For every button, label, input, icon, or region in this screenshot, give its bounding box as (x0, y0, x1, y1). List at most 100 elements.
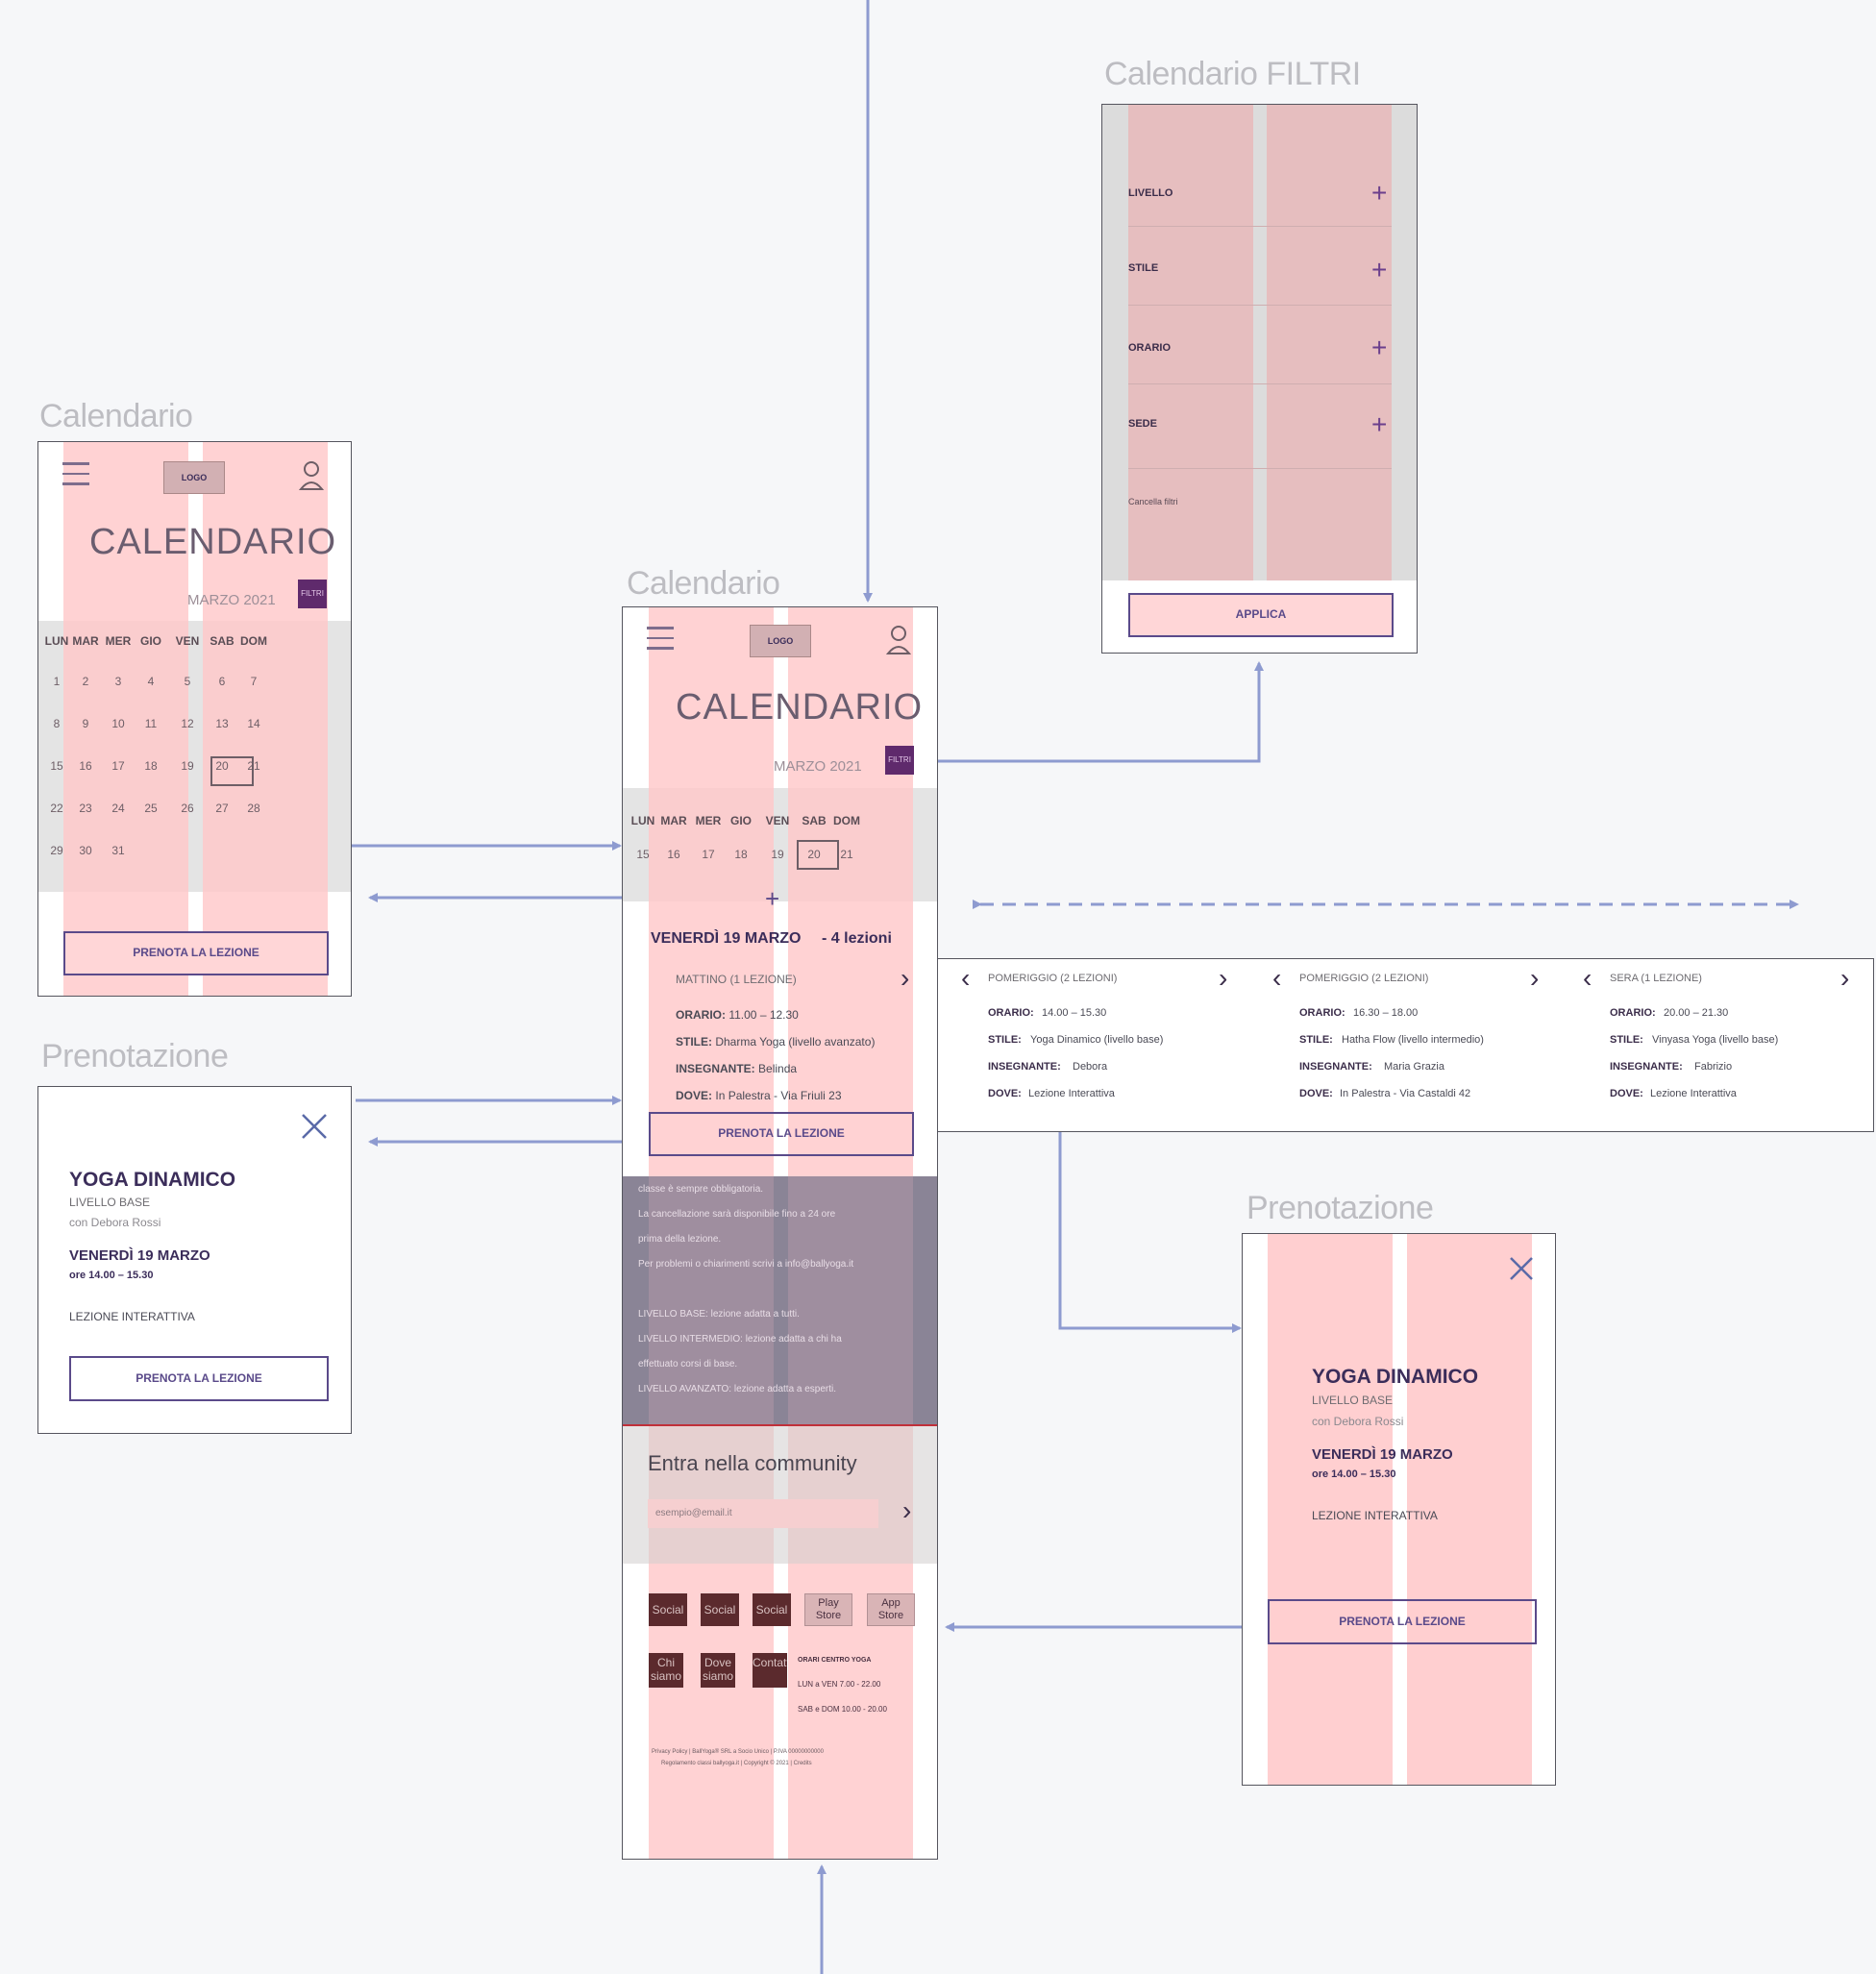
calendar-day[interactable]: 14 (247, 717, 260, 730)
calendar-day[interactable]: 2 (82, 675, 89, 688)
field-key: ORARIO: (1299, 1007, 1345, 1019)
calendar-day[interactable]: 8 (53, 717, 61, 730)
field-key: INSEGNANTE: (1299, 1061, 1372, 1073)
expand-plus-icon[interactable]: + (765, 884, 780, 913)
calendar-day[interactable]: 19 (771, 848, 784, 861)
expand-plus-icon[interactable]: + (1371, 333, 1388, 362)
book-lesson-button[interactable]: PRENOTA LA LEZIONE (1268, 1599, 1537, 1644)
location-link[interactable]: Dove siamo (701, 1653, 735, 1688)
chevron-right-icon[interactable]: › (1840, 963, 1850, 993)
chevron-left-icon[interactable]: ‹ (1272, 963, 1282, 993)
contacts-link[interactable]: Contatti (753, 1653, 787, 1688)
calendar-day[interactable]: 17 (702, 848, 715, 861)
calendar-day[interactable]: 13 (215, 717, 229, 730)
book-lesson-button[interactable]: PRENOTA LA LEZIONE (63, 931, 329, 975)
filter-button[interactable]: FILTRI (885, 746, 914, 775)
calendar-day[interactable]: 6 (218, 675, 226, 688)
frame-title-booking-left: Prenotazione (41, 1038, 229, 1074)
calendar-day[interactable]: 31 (111, 844, 125, 857)
calendar-day[interactable]: 1 (53, 675, 61, 688)
email-input[interactable]: esempio@email.it (648, 1499, 878, 1528)
social-button[interactable]: Social (701, 1593, 739, 1626)
menu-icon[interactable] (647, 627, 674, 657)
calendar-day[interactable]: 7 (250, 675, 258, 688)
chevron-right-icon[interactable]: › (901, 963, 910, 993)
hours-weekend: SAB e DOM 10.00 - 20.00 (798, 1705, 887, 1714)
about-link[interactable]: Chi siamo (649, 1653, 683, 1688)
community-title: Entra nella community (648, 1451, 857, 1475)
calendar-day[interactable]: 21 (840, 848, 853, 861)
calendar-day[interactable]: 18 (144, 759, 158, 773)
field-value: Maria Grazia (1384, 1061, 1444, 1073)
chevron-left-icon[interactable]: ‹ (961, 963, 971, 993)
selected-day-marker (797, 840, 839, 870)
calendar-day[interactable]: 3 (114, 675, 122, 688)
calendar-day[interactable]: 18 (734, 848, 748, 861)
calendar-day[interactable]: 17 (111, 759, 125, 773)
expand-plus-icon[interactable]: + (1371, 409, 1388, 439)
chevron-right-icon[interactable]: › (1219, 963, 1228, 993)
calendar-day[interactable]: 15 (636, 848, 650, 861)
calendar-day[interactable]: 11 (144, 717, 158, 730)
legal-text: Regolamento classi ballyoga.it | Copyrig… (661, 1761, 812, 1766)
booking-right-screen: YOGA DINAMICO LIVELLO BASE con Debora Ro… (1242, 1233, 1556, 1786)
calendar-day[interactable]: 5 (184, 675, 191, 688)
calendar-day[interactable]: 27 (215, 802, 229, 815)
calendar-day[interactable]: 22 (50, 802, 63, 815)
app-store-button[interactable]: App Store (867, 1593, 915, 1626)
filtri-screen: LIVELLO + STILE + ORARIO + SEDE + Cancel… (1101, 104, 1418, 654)
close-icon[interactable] (1508, 1255, 1535, 1287)
social-button[interactable]: Social (753, 1593, 791, 1626)
legal-text: Privacy Policy | BallYoga® SRL a Socio U… (652, 1749, 824, 1755)
field-key: DOVE: (1299, 1088, 1333, 1099)
calendar-day[interactable]: 16 (667, 848, 680, 861)
expand-plus-icon[interactable]: + (1371, 255, 1388, 284)
book-lesson-button[interactable]: PRENOTA LA LEZIONE (649, 1112, 914, 1156)
calendar-day[interactable]: 26 (181, 802, 194, 815)
calendar-day[interactable]: 25 (144, 802, 158, 815)
logo[interactable]: LOGO (163, 461, 225, 494)
social-button[interactable]: Social (649, 1593, 687, 1626)
weekday-label: VEN (175, 634, 200, 648)
play-store-button[interactable]: Play Store (804, 1593, 852, 1626)
chevron-left-icon[interactable]: ‹ (1583, 963, 1592, 993)
filter-livello-label: LIVELLO (1128, 187, 1173, 199)
calendar-day[interactable]: 28 (247, 802, 260, 815)
chevron-right-icon[interactable]: › (902, 1495, 912, 1525)
user-icon[interactable] (885, 625, 912, 660)
calendar-day[interactable]: 4 (147, 675, 155, 688)
book-lesson-button[interactable]: PRENOTA LA LEZIONE (69, 1356, 329, 1401)
menu-icon[interactable] (62, 462, 89, 493)
class-level: LIVELLO BASE (1312, 1394, 1394, 1407)
frame-title-booking-right: Prenotazione (1247, 1190, 1434, 1226)
calendar-day[interactable]: 12 (181, 717, 194, 730)
frame-title-calendar-main: Calendario (627, 565, 780, 602)
field-value: Dharma Yoga (livello avanzato) (715, 1035, 876, 1049)
field-key: STILE: (1299, 1034, 1333, 1046)
calendar-day[interactable]: 30 (79, 844, 92, 857)
expand-plus-icon[interactable]: + (1371, 178, 1388, 208)
filter-button[interactable]: FILTRI (298, 580, 327, 608)
class-level: LIVELLO BASE (69, 1196, 151, 1209)
close-icon[interactable] (300, 1112, 329, 1146)
chevron-right-icon[interactable]: › (1530, 963, 1540, 993)
calendar-day[interactable]: 10 (111, 717, 125, 730)
calendar-day[interactable]: 24 (111, 802, 125, 815)
hours-weekdays: LUN a VEN 7.00 - 22.00 (798, 1680, 881, 1689)
class-name: YOGA DINAMICO (69, 1169, 236, 1191)
hours-title: ORARI CENTRO YOGA (798, 1657, 872, 1664)
calendar-day[interactable]: 23 (79, 802, 92, 815)
calendar-day[interactable]: 20 (215, 759, 229, 773)
calendar-day[interactable]: 9 (82, 717, 89, 730)
calendar-day[interactable]: 15 (50, 759, 63, 773)
logo[interactable]: LOGO (750, 625, 811, 657)
clear-filters-link[interactable]: Cancella filtri (1128, 497, 1178, 506)
calendar-day[interactable]: 19 (181, 759, 194, 773)
apply-button[interactable]: APPLICA (1128, 593, 1394, 637)
calendar-day[interactable]: 29 (50, 844, 63, 857)
calendar-day[interactable]: 20 (807, 848, 821, 861)
calendar-day[interactable]: 16 (79, 759, 92, 773)
weekday-label: MER (695, 814, 722, 827)
user-icon[interactable] (298, 460, 325, 496)
